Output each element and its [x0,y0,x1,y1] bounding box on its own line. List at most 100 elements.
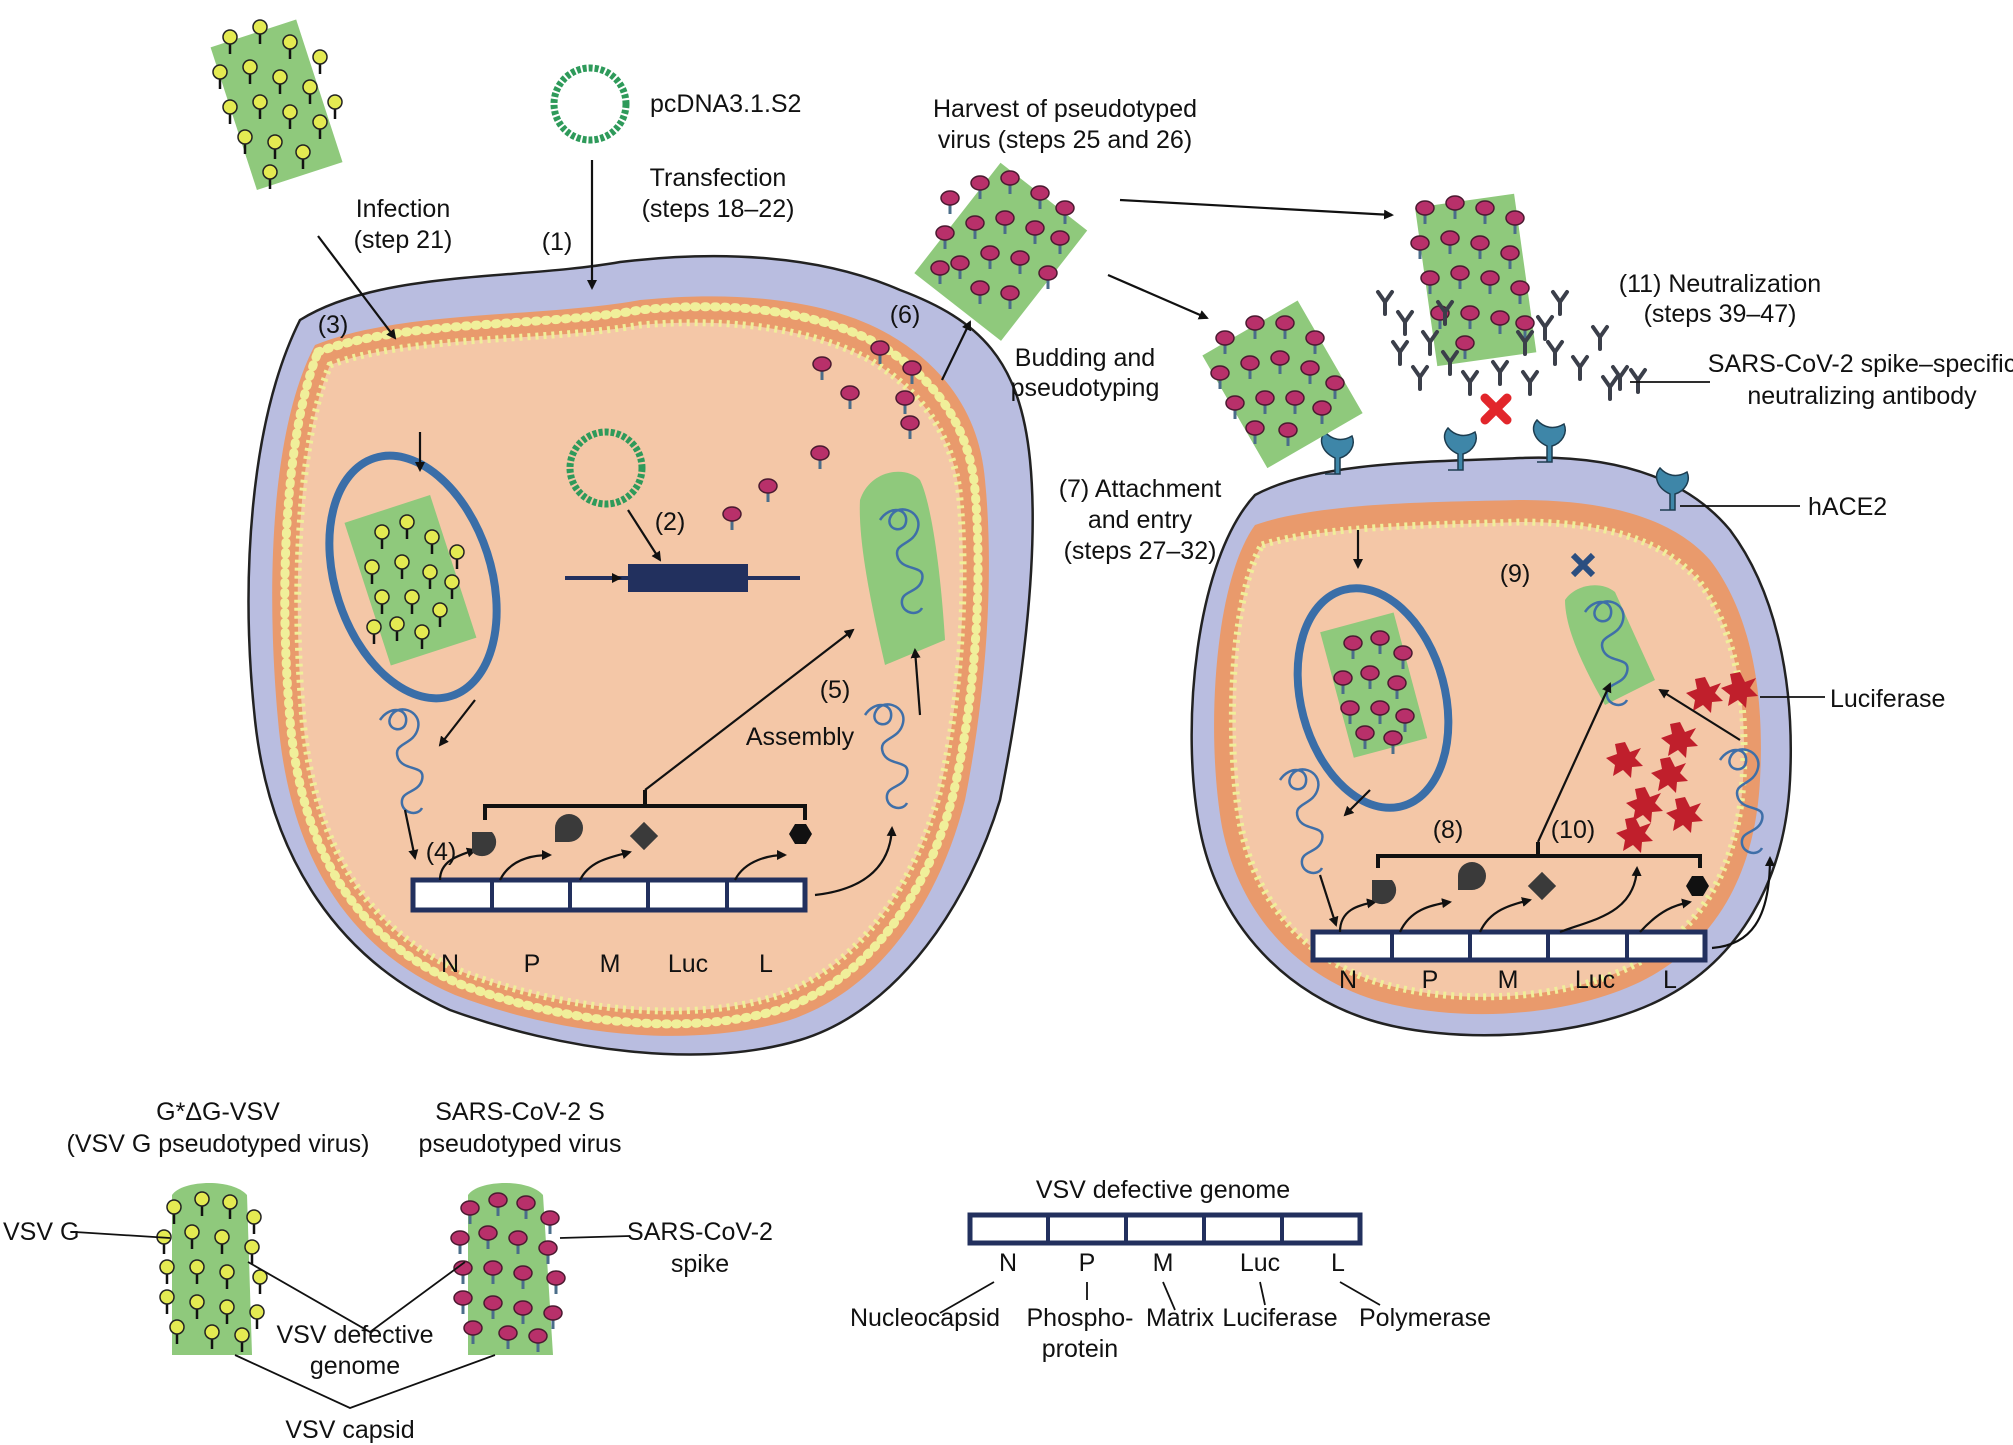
protein-m [629,821,659,851]
luciferase-label: Luciferase [1830,685,1945,713]
legend-sars-title-2: pseudotyped virus [419,1130,622,1158]
right-gene-p: P [1422,966,1439,994]
protein-p [555,814,583,842]
genome-leader [247,1261,466,1334]
step-2-label: (2) [655,508,686,536]
attachment-label-2: and entry [1088,506,1193,534]
legend-genome-title: VSV defective genome [1036,1176,1290,1204]
protein-l [789,824,812,844]
hace2-receptor-1 [1320,430,1354,475]
right-endosome [1293,584,1453,812]
attaching-virion [1202,300,1363,469]
left-cell [247,254,1034,1056]
infection-label-2: (step 21) [354,226,453,254]
antibody-label-1: SARS-CoV-2 spike–specific [1708,350,2013,378]
left-gene-n: N [441,950,459,978]
neutralization-label-2: (steps 39–47) [1644,300,1797,328]
left-gene-l: L [759,950,773,978]
legend-name-luc: Luciferase [1222,1304,1337,1332]
legend-gene-p: P [1079,1249,1096,1277]
left-gene-p: P [524,950,541,978]
vsvg-leader [74,1231,171,1239]
right-gene-l: L [1663,966,1677,994]
right-genome [1310,929,1708,963]
arrow-harvest [1119,198,1394,220]
legend-gene-n: N [999,1249,1017,1277]
neutralization-label-1: (11) Neutralization [1619,270,1821,298]
right-protein-p [1458,862,1486,890]
plasmid-top [550,64,630,144]
step-1-label: (1) [542,228,573,256]
antibody-label-2: neutralizing antibody [1747,382,1977,410]
step-6-label: (6) [890,301,921,329]
legend-name-p-2: protein [1042,1335,1118,1363]
harvested-virion [914,162,1088,341]
budding-label-2: pseudotyping [1011,374,1160,402]
right-assembled-capsid [1565,585,1655,707]
plasmid-label: pcDNA3.1.S2 [650,90,801,118]
legend-vsv-title-2: (VSV G pseudotyped virus) [67,1130,370,1158]
hace2-receptor-4 [1655,466,1689,511]
step-3-label: (3) [318,311,349,339]
legend-m-leader [1162,1281,1176,1311]
legend-luc-leader [1259,1281,1266,1306]
legend-sars-virion [449,1182,567,1355]
arrow-to-target [1107,273,1209,320]
legend-name-l: Polymerase [1359,1304,1491,1332]
legend-l-leader [1339,1281,1381,1306]
step-4-label: (4) [426,838,457,866]
right-endosome-virus [1320,612,1428,758]
internal-plasmid [566,428,646,508]
right-protein-l [1686,876,1709,896]
protein-n [472,832,497,857]
arrow-infection [317,235,397,340]
attachment-label-3: (steps 27–32) [1064,537,1217,565]
legend-gene-l: L [1331,1249,1345,1277]
legend-n-leader [939,1281,995,1314]
left-endosome [325,451,501,703]
legend-name-n: Nucleocapsid [850,1304,1000,1332]
legend-vsv-g: VSV G [3,1218,79,1246]
legend-sars-title-1: SARS-CoV-2 S [435,1098,605,1126]
assembly-label: Assembly [746,723,855,751]
attachment-label-1: (7) Attachment [1059,475,1222,503]
budding-label-1: Budding and [1015,344,1155,372]
step-10-label: (10) [1551,816,1595,844]
legend-capsid: VSV capsid [285,1416,414,1444]
legend-vsv-title-1: G*ΔG-VSV [156,1098,280,1126]
legend-gene-m: M [1153,1249,1174,1277]
harvest-label-1: Harvest of pseudotyped [933,95,1197,123]
legend-gene-luc: Luc [1240,1249,1280,1277]
legend-genome-2: genome [310,1352,400,1380]
transfection-label-1: Transfection [650,164,787,192]
left-endosome-virus [344,495,477,666]
capsid-leader [234,1354,496,1409]
legend-name-m: Matrix [1146,1304,1215,1332]
right-gene-luc: Luc [1575,966,1615,994]
legend-spike-2: spike [671,1250,729,1278]
hace2-label: hACE2 [1808,493,1887,521]
arrow-budding [941,320,972,381]
left-gene-m: M [600,950,621,978]
step-8-label: (8) [1433,816,1464,844]
step-9-label: (9) [1500,560,1531,588]
hace2-receptor-3 [1532,418,1566,463]
spike-construct [565,564,800,592]
right-protein-n [1372,880,1397,905]
neutralization-block-icon [1480,393,1512,425]
left-genome [410,877,808,913]
right-gene-n: N [1339,966,1357,994]
legend-genome [967,1212,1363,1246]
blocked-entry-icon [1570,552,1596,578]
hace2-receptor-2 [1443,426,1477,471]
transfection-label-2: (steps 18–22) [642,195,795,223]
harvest-label-2: virus (steps 25 and 26) [938,126,1192,154]
step-5-label: (5) [820,676,851,704]
vsvg-virus-top [210,18,344,191]
legend-genome-1: VSV defective [276,1321,433,1349]
right-cell [1190,393,1792,1037]
right-gene-m: M [1498,966,1519,994]
spike-leader [559,1235,631,1239]
left-assembled-capsid [859,471,945,665]
